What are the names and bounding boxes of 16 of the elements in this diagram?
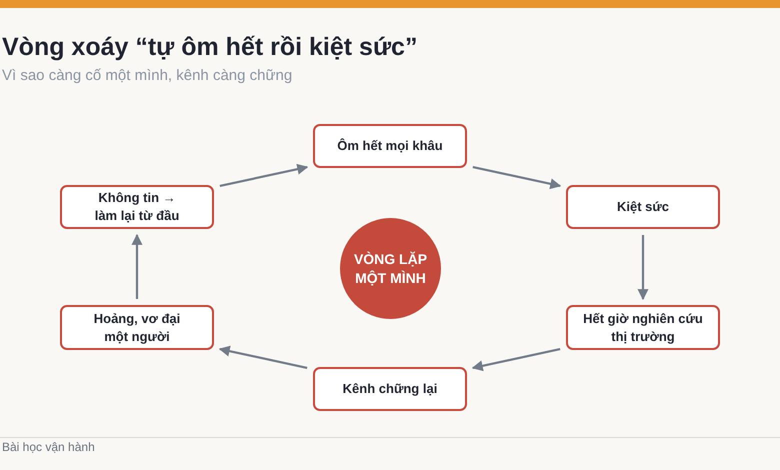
subtitle: Vì sao càng cố một mình, kênh càng chững xyxy=(2,67,292,84)
arrow xyxy=(218,346,308,369)
arrow xyxy=(638,235,648,300)
process-box: Không tin → làm lại từ đầu xyxy=(60,185,214,229)
footer-note: Bài học vận hành xyxy=(2,440,95,454)
arrow xyxy=(472,348,560,372)
process-box: Kênh chững lại xyxy=(313,367,467,411)
arrow xyxy=(472,166,562,190)
title: Vòng xoáy “tự ôm hết rồi kiệt sức” xyxy=(2,33,418,62)
arrow xyxy=(132,234,142,299)
process-box: Hết giờ nghiên cứu thị trường xyxy=(566,305,720,350)
arrow xyxy=(220,164,308,187)
process-box: Hoảng, vơ đại một người xyxy=(60,305,214,350)
process-box: Kiệt sức xyxy=(566,185,720,229)
center-circle: VÒNG LẶP MỘT MÌNH xyxy=(340,218,441,319)
process-box: Ôm hết mọi khâu xyxy=(313,124,467,168)
